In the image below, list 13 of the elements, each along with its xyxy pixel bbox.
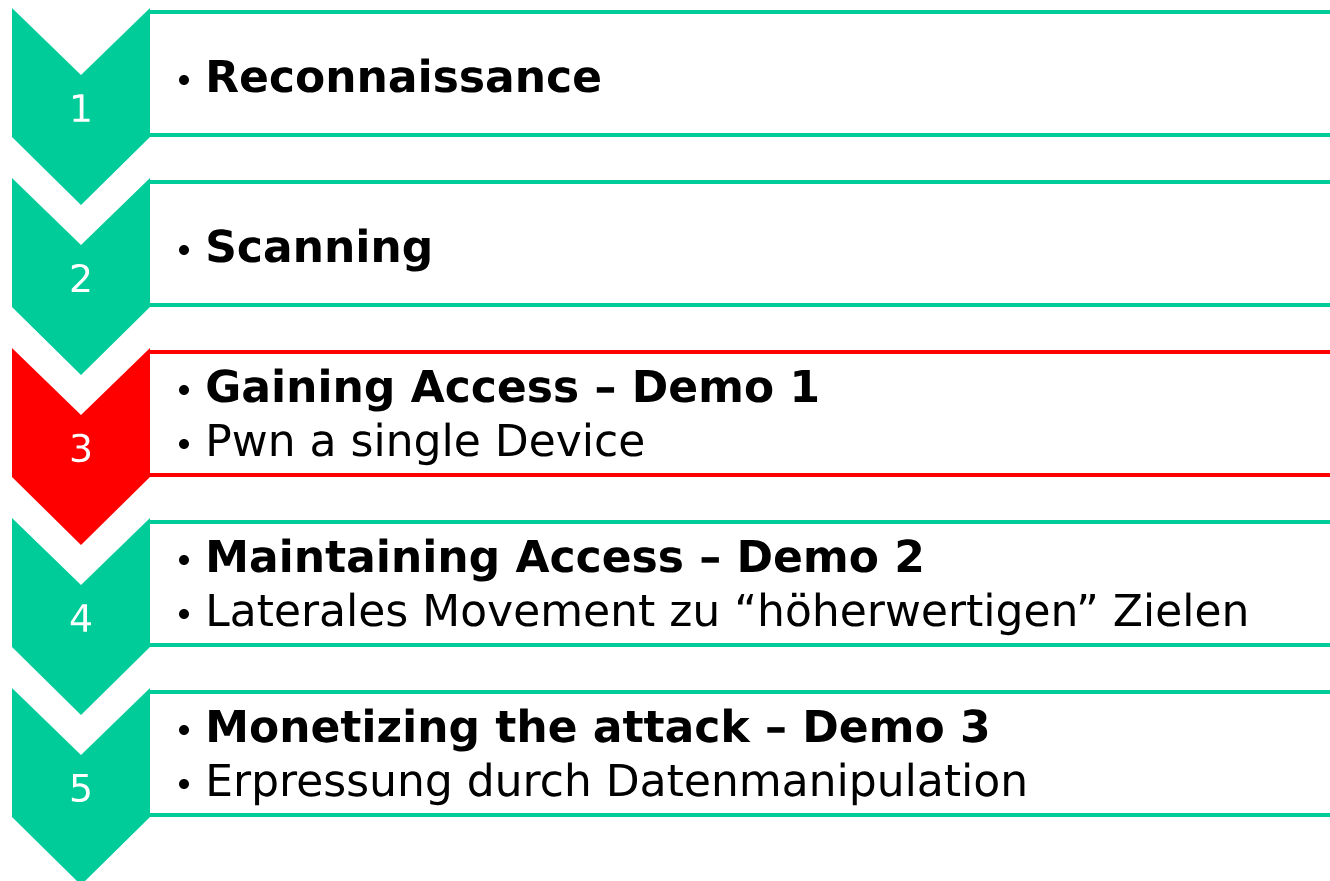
step-detail: Erpressung durch Datenmanipulation bbox=[209, 762, 1025, 806]
step-detail: Pwn a single Device bbox=[209, 422, 643, 466]
step-heading: Reconnaissance bbox=[209, 58, 600, 93]
step-box bbox=[150, 180, 1330, 307]
step-heading: Maintaining Access – Demo 2 bbox=[209, 538, 922, 582]
step-box bbox=[150, 10, 1330, 137]
step-box bbox=[150, 690, 1330, 817]
step-heading: Scanning bbox=[208, 228, 430, 272]
step-box bbox=[150, 350, 1330, 477]
step-heading: Gaining Access – Demo 1 bbox=[207, 368, 818, 412]
step-detail: Laterales Movement zu “höherwertigen” Zielen bbox=[209, 592, 1246, 636]
step-box bbox=[150, 520, 1330, 647]
step-heading: Monetizing the attack – Demo 3 bbox=[209, 708, 988, 752]
